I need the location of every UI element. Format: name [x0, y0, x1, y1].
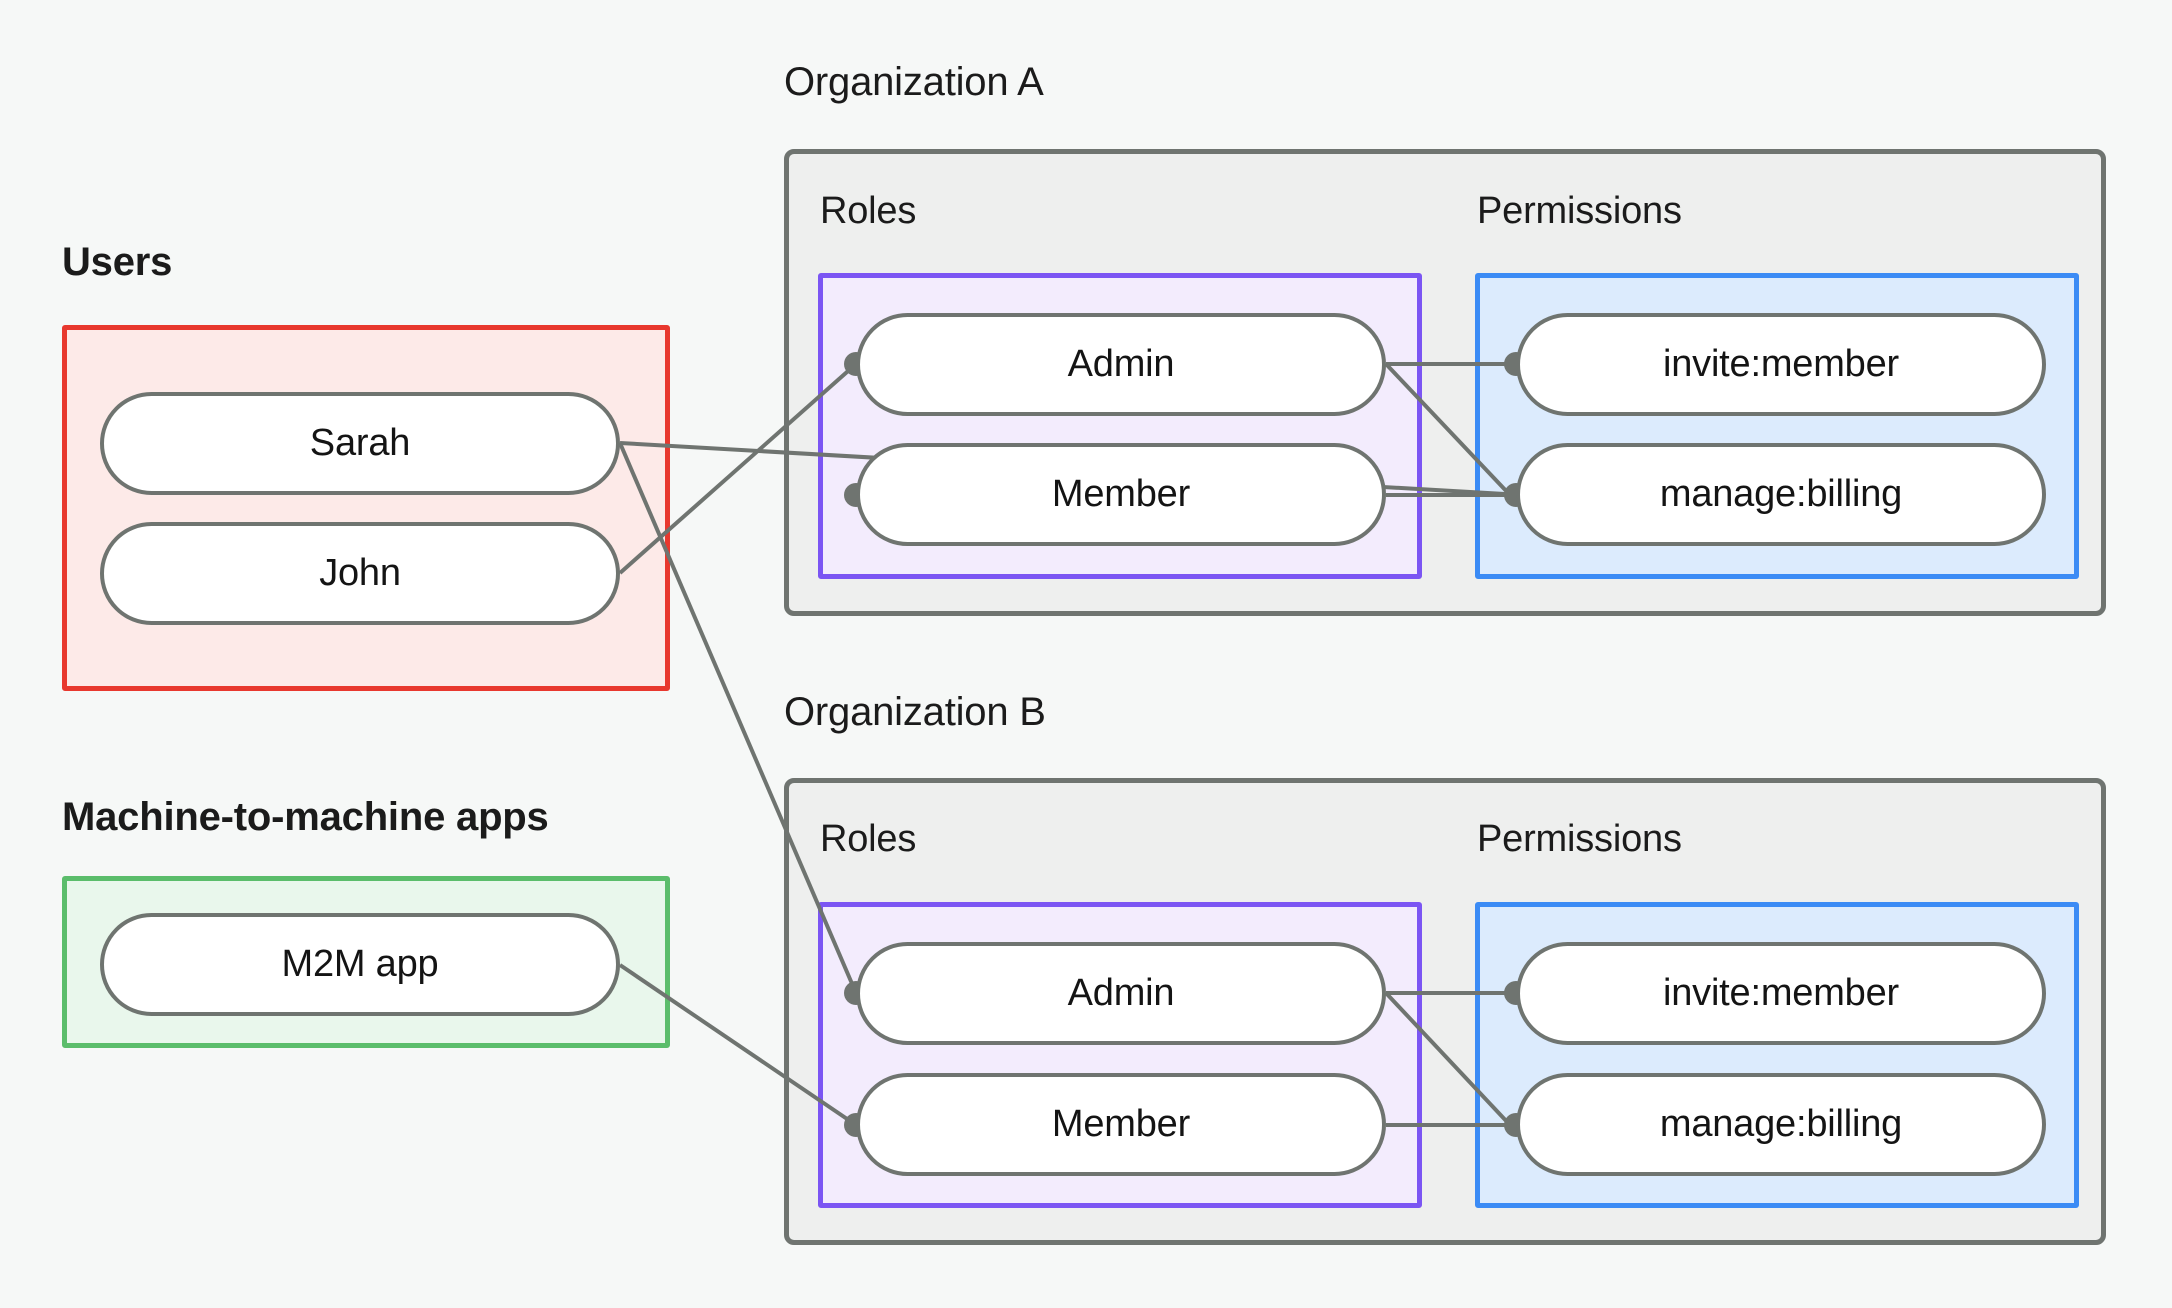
user-node-john[interactable]: John: [100, 522, 620, 625]
org-a-permission-manage-billing[interactable]: manage:billing: [1516, 443, 2046, 546]
org-b-title: Organization B: [784, 690, 1046, 734]
org-b-permissions-title: Permissions: [1477, 818, 1682, 860]
org-a-permissions-title: Permissions: [1477, 190, 1682, 232]
user-node-sarah[interactable]: Sarah: [100, 392, 620, 495]
org-b-permission-invite-member[interactable]: invite:member: [1516, 942, 2046, 1045]
org-a-permission-invite-member[interactable]: invite:member: [1516, 313, 2046, 416]
org-b-role-admin[interactable]: Admin: [856, 942, 1386, 1045]
org-a-roles-title: Roles: [820, 190, 917, 232]
m2m-group-title: Machine-to-machine apps: [62, 795, 549, 839]
org-a-role-member[interactable]: Member: [856, 443, 1386, 546]
org-b-permission-manage-billing[interactable]: manage:billing: [1516, 1073, 2046, 1176]
org-a-title: Organization A: [784, 60, 1044, 104]
users-group-box: [62, 325, 670, 691]
org-a-role-admin[interactable]: Admin: [856, 313, 1386, 416]
m2m-node-m2m-app[interactable]: M2M app: [100, 913, 620, 1016]
org-b-role-member[interactable]: Member: [856, 1073, 1386, 1176]
org-b-roles-title: Roles: [820, 818, 917, 860]
users-group-title: Users: [62, 240, 173, 284]
